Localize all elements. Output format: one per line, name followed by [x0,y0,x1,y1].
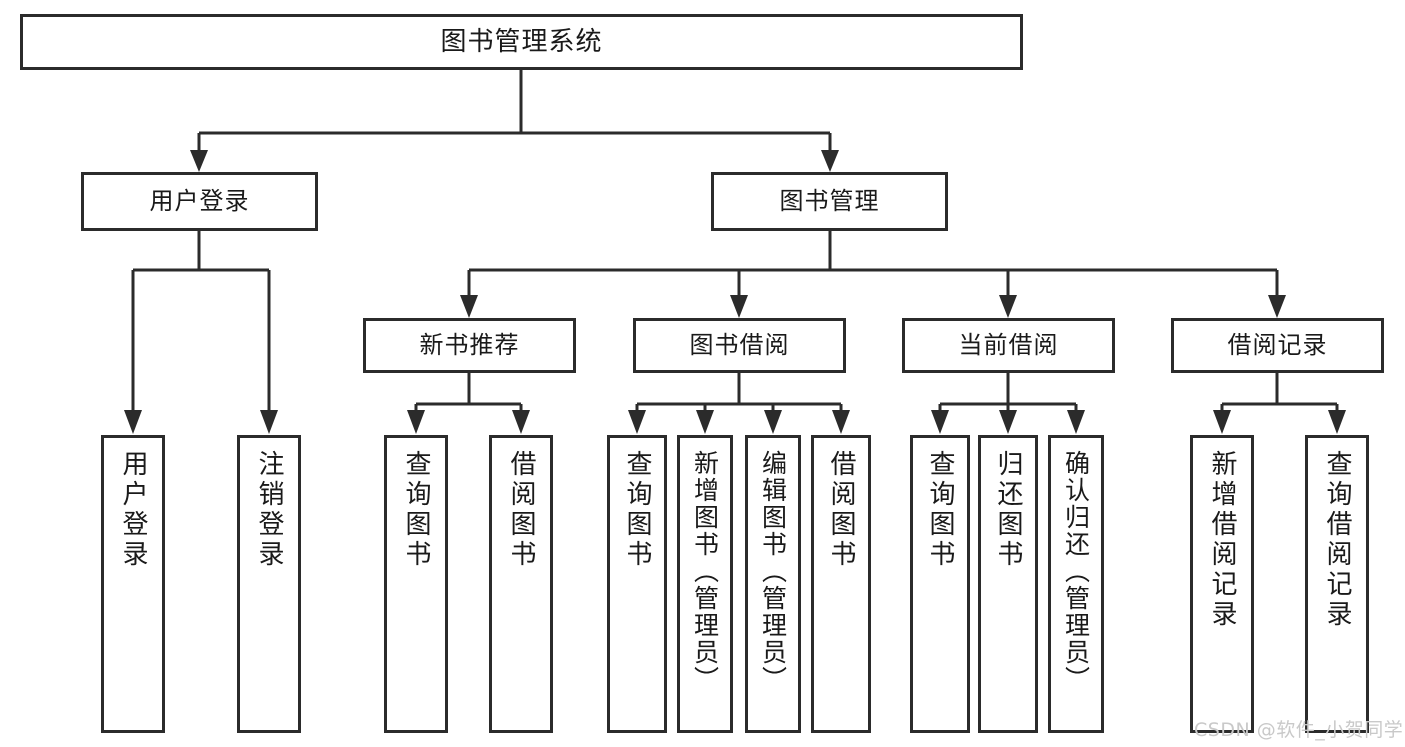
arrowhead-cb-3 [1067,410,1085,434]
leaf-confirm-return-admin-label: 确认归还（管理员） [1061,450,1091,693]
leaf-borrow-book[interactable]: 借阅图书 [811,435,871,733]
arrowhead-bb-2 [696,410,714,434]
leaf-new-book-borrow[interactable]: 借阅图书 [489,435,553,733]
arrowhead-new-book [460,295,478,318]
node-root-system[interactable]: 图书管理系统 [20,14,1023,70]
leaf-current-query-book-label: 查询图书 [925,450,955,570]
leaf-add-book-admin[interactable]: 新增图书（管理员） [677,435,733,733]
node-current-borrow-label: 当前借阅 [958,331,1059,360]
node-book-manage[interactable]: 图书管理 [711,172,948,231]
node-root-system-label: 图书管理系统 [440,26,603,57]
leaf-borrow-query-book-label: 查询图书 [622,450,652,570]
node-borrow-record[interactable]: 借阅记录 [1171,318,1384,373]
leaf-logout-login[interactable]: 注销登录 [237,435,301,733]
node-user-login[interactable]: 用户登录 [81,172,318,231]
node-borrow-record-label: 借阅记录 [1227,331,1328,360]
leaf-user-login-label: 用户登录 [118,450,148,570]
leaf-confirm-return-admin[interactable]: 确认归还（管理员） [1048,435,1104,733]
arrowhead-nb-2 [512,410,530,434]
leaf-return-book[interactable]: 归还图书 [978,435,1038,733]
arrowhead-bb-4 [832,410,850,434]
arrowhead-book-manage [821,150,839,172]
arrowhead-leaf-user-login [124,410,142,434]
arrowhead-cb-2 [999,410,1017,434]
arrowhead-br-1 [1213,410,1231,434]
arrowhead-current-borrow [999,295,1017,318]
node-book-borrow[interactable]: 图书借阅 [633,318,846,373]
leaf-new-book-borrow-label: 借阅图书 [506,450,536,570]
arrowhead-borrow-record [1268,295,1286,318]
arrowhead-user-login [190,150,208,172]
leaf-current-query-book[interactable]: 查询图书 [910,435,970,733]
leaf-edit-book-admin-label: 编辑图书（管理员） [758,450,788,693]
node-book-borrow-label: 图书借阅 [689,331,790,360]
leaf-user-login[interactable]: 用户登录 [101,435,165,733]
node-current-borrow[interactable]: 当前借阅 [902,318,1115,373]
leaf-new-book-query[interactable]: 查询图书 [384,435,448,733]
leaf-new-book-query-label: 查询图书 [401,450,431,570]
leaf-add-book-admin-label: 新增图书（管理员） [690,450,720,693]
arrowhead-leaf-logout [260,410,278,434]
arrowhead-bb-3 [764,410,782,434]
node-new-book-recommend[interactable]: 新书推荐 [363,318,576,373]
node-new-book-recommend-label: 新书推荐 [419,331,520,360]
leaf-logout-login-label: 注销登录 [254,450,284,570]
leaf-query-borrow-record[interactable]: 查询借阅记录 [1305,435,1369,733]
leaf-edit-book-admin[interactable]: 编辑图书（管理员） [745,435,801,733]
node-user-login-label: 用户登录 [149,187,250,216]
arrowhead-cb-1 [931,410,949,434]
leaf-add-borrow-record-label: 新增借阅记录 [1207,450,1237,630]
arrowhead-nb-1 [407,410,425,434]
leaf-add-borrow-record[interactable]: 新增借阅记录 [1190,435,1254,733]
arrowhead-bb-1 [628,410,646,434]
leaf-borrow-query-book[interactable]: 查询图书 [607,435,667,733]
arrowhead-book-borrow [730,295,748,318]
node-book-manage-label: 图书管理 [779,187,880,216]
leaf-return-book-label: 归还图书 [993,450,1023,570]
leaf-borrow-book-label: 借阅图书 [826,450,856,570]
leaf-query-borrow-record-label: 查询借阅记录 [1322,450,1352,630]
arrowhead-br-2 [1328,410,1346,434]
